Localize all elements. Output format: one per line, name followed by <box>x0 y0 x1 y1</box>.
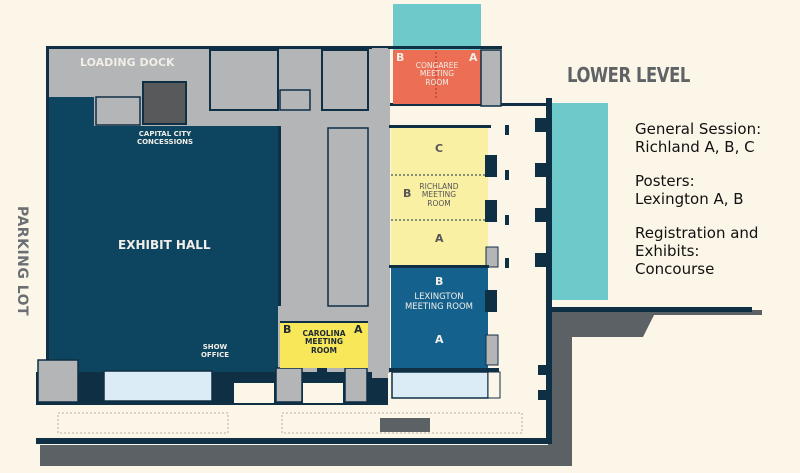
richland-section-b[interactable]: B <box>403 187 412 200</box>
legend-value: Richland A, B, C <box>635 138 755 156</box>
restrooms-right <box>391 371 489 399</box>
richland-section-a[interactable]: A <box>435 232 444 245</box>
carolina-room-label[interactable]: CAROLINA MEETING ROOM <box>302 329 346 355</box>
carolina-section-a[interactable]: A <box>354 323 363 336</box>
legend-label: Registration and Exhibits: <box>635 224 759 260</box>
lexington-room-label[interactable]: LEXINGTON MEETING ROOM <box>404 292 474 312</box>
concessions-label: CAPITAL CITY CONCESSIONS <box>136 130 194 146</box>
loading-dock-label: LOADING DOCK <box>80 56 175 69</box>
congaree-section-b[interactable]: B <box>396 51 405 64</box>
concessions-block <box>142 81 187 125</box>
legend-item-general-session: General Session: Richland A, B, C <box>635 120 800 156</box>
parking-lot-label: PARKING LOT <box>14 206 30 317</box>
richland-room <box>391 128 488 266</box>
legend-item-registration: Registration and Exhibits: Concourse <box>635 224 800 278</box>
lexington-section-b[interactable]: B <box>435 275 444 288</box>
congaree-room-label[interactable]: CONGAREE MEETING ROOM <box>415 61 459 87</box>
legend-item-posters: Posters: Lexington A, B <box>635 172 800 208</box>
congaree-section-a[interactable]: A <box>469 51 478 64</box>
carolina-room <box>280 323 368 368</box>
legend: General Session: Richland A, B, C Poster… <box>635 120 800 294</box>
restrooms-left <box>103 370 213 402</box>
richland-room-label[interactable]: RICHLAND MEETING ROOM <box>419 182 459 208</box>
lexington-room <box>391 266 488 368</box>
exhibit-hall <box>49 126 278 380</box>
congaree-room <box>393 50 481 104</box>
carolina-section-b[interactable]: B <box>283 323 292 336</box>
map-title: LOWER LEVEL <box>567 63 690 87</box>
show-office-label: SHOW OFFICE <box>200 343 230 359</box>
legend-label: General Session: <box>635 120 762 138</box>
lexington-section-a[interactable]: A <box>435 333 444 346</box>
legend-value: Concourse <box>635 260 715 278</box>
exhibit-hall-label: EXHIBIT HALL <box>118 238 211 252</box>
legend-label: Posters: <box>635 172 695 190</box>
richland-section-c[interactable]: C <box>435 142 444 155</box>
legend-value: Lexington A, B <box>635 190 744 208</box>
congaree-highlight <box>393 4 481 50</box>
